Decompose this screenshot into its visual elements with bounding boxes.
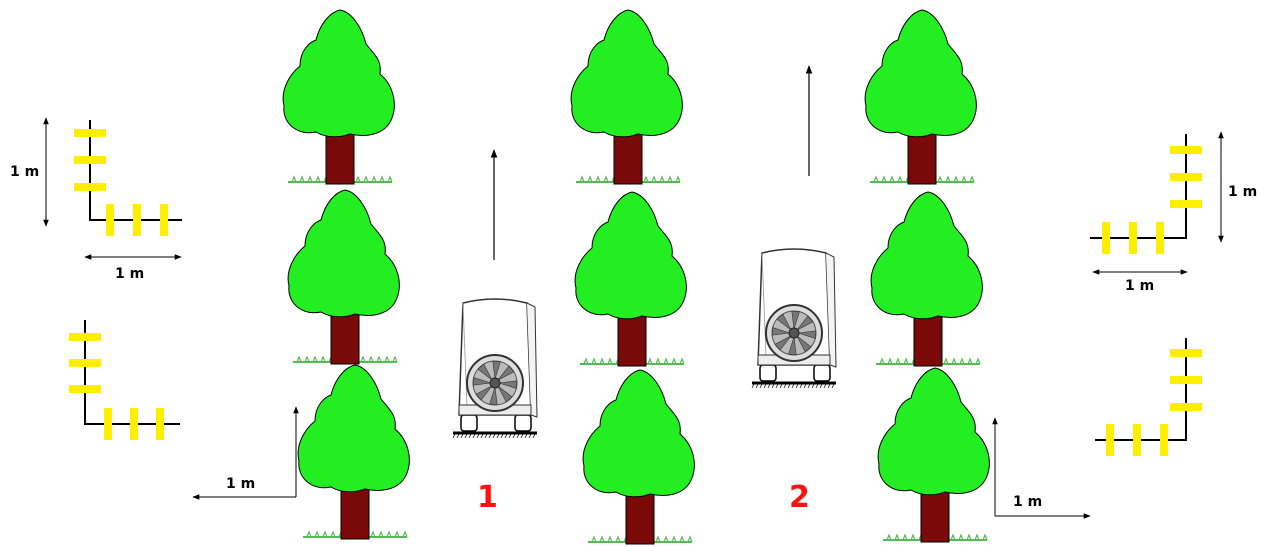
tree-row-2 (571, 10, 694, 544)
tree (871, 192, 982, 366)
marker-right-lower (1095, 338, 1202, 456)
marker-bar (69, 385, 101, 393)
marker-bar (106, 204, 114, 236)
sprayer-fan-icon (766, 305, 822, 361)
marker-bar (1170, 200, 1202, 208)
tree (283, 10, 394, 184)
scale-label: 1 m (226, 476, 255, 492)
marker-bar (1170, 376, 1202, 384)
scale-label: 1 m (1013, 494, 1042, 510)
marker-bar (74, 183, 106, 191)
tree (288, 190, 399, 364)
marker-left-upper (74, 120, 182, 236)
sprayer-2 (752, 249, 836, 388)
tree-crown (571, 10, 682, 137)
tree-row-3 (865, 10, 989, 542)
tree-crown (865, 10, 976, 137)
marker-bar (69, 359, 101, 367)
tree-crown (298, 365, 409, 492)
tree (575, 192, 686, 366)
sprayer-fan-icon (467, 355, 523, 411)
tree (583, 370, 694, 544)
sprayer-1 (453, 299, 537, 438)
marker-bar (1170, 403, 1202, 411)
sprayer-2-number: 2 (789, 482, 810, 514)
tree-crown (871, 192, 982, 319)
scale-label: 1 m (115, 266, 144, 282)
marker-bar (160, 204, 168, 236)
marker-bar (1129, 222, 1137, 254)
tree (878, 368, 989, 542)
tree (298, 365, 409, 539)
marker-bar (156, 408, 164, 440)
tree-crown (583, 370, 694, 497)
marker-bar (1160, 424, 1168, 456)
marker-right-upper (1090, 134, 1202, 254)
marker-bar (74, 129, 106, 137)
marker-bar (1170, 146, 1202, 154)
tree (865, 10, 976, 184)
marker-bar (69, 333, 101, 341)
marker-left-lower (69, 320, 180, 440)
scale-label: 1 m (10, 164, 39, 180)
marker-bar (1133, 424, 1141, 456)
tree-crown (283, 10, 394, 137)
marker-bar (1106, 424, 1114, 456)
tree-crown (878, 368, 989, 495)
tree-crown (575, 192, 686, 319)
scale-label: 1 m (1228, 184, 1257, 200)
tree (571, 10, 682, 184)
marker-bar (104, 408, 112, 440)
sprayer-1-number: 1 (477, 482, 498, 514)
marker-bar (1170, 349, 1202, 357)
scale-label: 1 m (1125, 278, 1154, 294)
tree-crown (288, 190, 399, 317)
marker-bar (74, 156, 106, 164)
marker-bar (133, 204, 141, 236)
scale-corner-right (995, 418, 1090, 516)
marker-bar (1170, 173, 1202, 181)
tree-row-1 (283, 10, 409, 539)
marker-bar (1156, 222, 1164, 254)
marker-bar (1102, 222, 1110, 254)
marker-bar (130, 408, 138, 440)
